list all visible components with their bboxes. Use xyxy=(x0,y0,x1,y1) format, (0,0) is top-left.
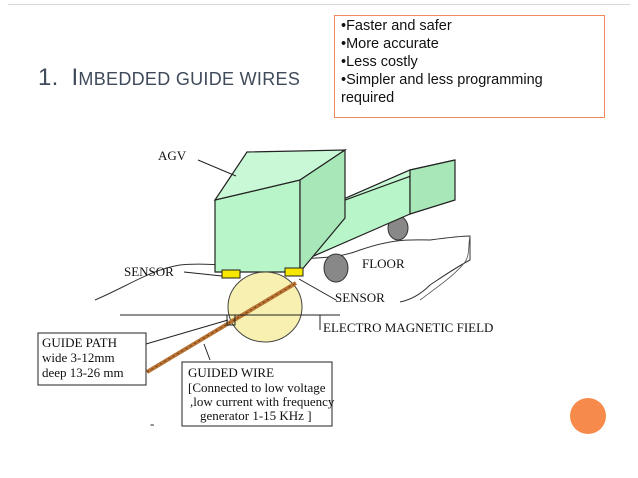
top-border xyxy=(8,4,630,5)
callout-item: •Simpler and less programming xyxy=(341,72,543,88)
em-field xyxy=(227,271,303,343)
guided-wire-heading: GUIDED WIRE xyxy=(188,365,274,380)
guided-wire-line3: generator 1-15 KHz ] xyxy=(200,408,312,423)
floor-sketch-right xyxy=(419,235,471,301)
callout-item: •Less costly xyxy=(341,54,418,70)
accent-circle xyxy=(570,398,606,434)
callout-item: •More accurate xyxy=(341,36,439,52)
guide-path-line1: wide 3-12mm xyxy=(42,350,115,365)
guided-wire-leader xyxy=(203,343,211,361)
guide-path-box xyxy=(37,332,147,386)
title-rest: MBEDDED GUIDE WIRES xyxy=(78,69,301,89)
rear-wheel-2 xyxy=(323,253,349,283)
sensor-left xyxy=(221,269,241,279)
guided-wire-outline xyxy=(146,282,297,373)
title-number: 1. xyxy=(38,64,59,91)
agv-bed-end xyxy=(409,159,456,215)
slide-title: 1. IMBEDDED GUIDE WIRES xyxy=(38,64,300,92)
agv-cab-side xyxy=(299,148,346,274)
sensor-left-leader xyxy=(183,271,223,277)
sensor-right-leader xyxy=(298,278,337,301)
callout-item: required xyxy=(341,90,395,106)
agv-leader xyxy=(197,159,237,177)
floor-sketch-line xyxy=(94,235,471,303)
benefits-callout: •Faster and safer •More accurate •Less c… xyxy=(334,15,605,118)
sensor-right xyxy=(284,267,304,277)
agv-label: AGV xyxy=(158,148,187,163)
guide-path-connector xyxy=(145,319,229,345)
field-label: ELECTRO MAGNETIC FIELD xyxy=(323,320,493,335)
guide-path-heading: GUIDE PATH xyxy=(42,335,117,350)
floor-label: FLOOR xyxy=(362,256,405,271)
guide-path-line2: deep 13-26 mm xyxy=(42,365,124,380)
title-first-letter: I xyxy=(71,64,79,91)
guided-wire-box xyxy=(181,361,333,427)
guided-wire-line2: ,low current with frequency xyxy=(190,394,335,409)
callout-item: •Faster and safer xyxy=(341,18,452,34)
sensor-left-label: SENSOR xyxy=(124,264,174,279)
stray-dash: - xyxy=(150,416,154,431)
sensor-right-label: SENSOR xyxy=(335,290,385,305)
guided-wire-line1: [Connected to low voltage xyxy=(188,380,326,395)
